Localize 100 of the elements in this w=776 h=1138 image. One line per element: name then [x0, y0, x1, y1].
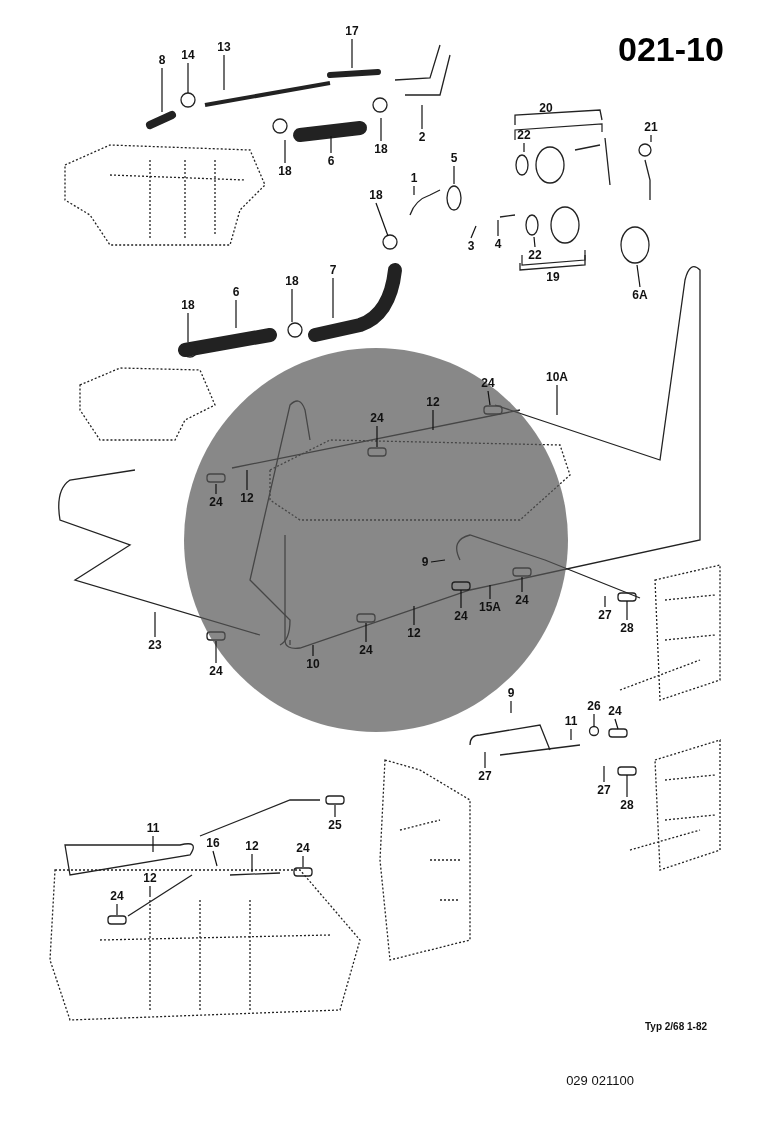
leader-line: [251, 853, 253, 873]
callout-number: 10: [306, 657, 320, 671]
callout-number: 20: [539, 101, 553, 115]
callout-number: 6A: [632, 288, 648, 302]
leader-line: [604, 595, 606, 608]
callout-number: 13: [217, 40, 231, 54]
leader-line: [533, 236, 536, 248]
callout-number: 18: [181, 298, 195, 312]
callout-number: 24: [209, 495, 223, 509]
callout-number: 25: [328, 818, 342, 832]
callout-number: 6: [327, 154, 335, 168]
callout-number: 18: [278, 164, 292, 178]
callout-number: 6: [232, 285, 240, 299]
callout-number: 27: [598, 608, 612, 622]
leader-line: [497, 219, 499, 237]
callout-number: 15A: [479, 600, 501, 614]
leader-line: [521, 576, 523, 593]
leader-line: [413, 605, 415, 626]
callout-number: 2: [418, 130, 426, 144]
leader-line: [365, 622, 367, 643]
callout-number: 12: [245, 839, 259, 853]
leader-line: [187, 62, 189, 94]
callout-number: 12: [240, 491, 254, 505]
callout-number: 22: [528, 248, 542, 262]
leader-line: [215, 483, 217, 495]
leader-line: [523, 142, 525, 153]
callout-number: 18: [369, 188, 383, 202]
callout-number: 11: [564, 714, 578, 728]
callout-number: 21: [644, 120, 658, 134]
leader-line: [376, 425, 378, 448]
hose-piece: [617, 766, 637, 776]
callout-number: 12: [407, 626, 421, 640]
leader-line: [380, 117, 382, 142]
leader-line: [470, 225, 477, 239]
leader-line: [484, 751, 486, 769]
leader-line: [246, 469, 248, 491]
hose-piece: [608, 728, 628, 738]
leader-line: [215, 640, 217, 664]
callout-number: 9: [507, 686, 515, 700]
leader-line: [430, 559, 446, 563]
callout-number: 27: [478, 769, 492, 783]
callout-number: 18: [374, 142, 388, 156]
leader-line: [489, 584, 491, 600]
leader-line: [650, 134, 652, 143]
leader-line: [570, 728, 572, 741]
leader-line: [284, 139, 286, 164]
leader-line: [413, 185, 415, 196]
callout-number: 16: [206, 836, 220, 850]
leader-line: [187, 312, 189, 343]
callout-number: 4: [494, 237, 502, 251]
callout-number: 23: [148, 638, 162, 652]
leader-line: [302, 855, 304, 868]
callout-number: 17: [345, 24, 359, 38]
leader-line: [556, 384, 558, 416]
callout-number: 24: [370, 411, 384, 425]
leader-line: [603, 765, 605, 783]
callout-number: 9: [421, 555, 429, 569]
leader-line: [421, 104, 423, 130]
callout-number: 24: [359, 643, 373, 657]
callout-number: 8: [158, 53, 166, 67]
callout-number: 5: [450, 151, 458, 165]
leader-line: [460, 589, 462, 609]
leader-line: [375, 202, 389, 237]
callout-number: 24: [209, 664, 223, 678]
callout-number: 10A: [546, 370, 568, 384]
leader-line: [312, 644, 314, 657]
leader-line: [154, 611, 156, 638]
leader-line: [223, 54, 225, 91]
callout-number: 24: [296, 841, 310, 855]
leader-line: [149, 885, 151, 898]
callout-number: 19: [546, 270, 560, 284]
callout-number: 24: [608, 704, 622, 718]
callout-number: 14: [181, 48, 195, 62]
leader-line: [332, 277, 334, 319]
hose-piece: [451, 581, 471, 591]
callout-number: 22: [517, 128, 531, 142]
leader-line: [636, 264, 641, 288]
callout-number: 12: [143, 871, 157, 885]
leader-line: [351, 38, 353, 69]
callout-number: 1: [410, 171, 418, 185]
leader-line: [235, 299, 237, 329]
leader-line: [334, 804, 336, 818]
leader-line: [510, 700, 512, 714]
callout-number: 28: [620, 798, 634, 812]
hose-piece: [617, 592, 637, 602]
leader-line: [291, 288, 293, 323]
callout-number: 26: [587, 699, 601, 713]
callout-number: 12: [426, 395, 440, 409]
callout-number: 24: [454, 609, 468, 623]
leader-line: [152, 835, 154, 853]
callout-number: 18: [285, 274, 299, 288]
leader-line: [432, 409, 434, 431]
page-title: 021-10: [618, 30, 724, 68]
callout-number: 3: [467, 239, 475, 253]
leader-line: [330, 135, 332, 154]
leader-line: [593, 713, 595, 728]
hose-clamp: [588, 725, 600, 737]
callout-number: 7: [329, 263, 337, 277]
callout-number: 28: [620, 621, 634, 635]
leader-line: [626, 600, 628, 621]
